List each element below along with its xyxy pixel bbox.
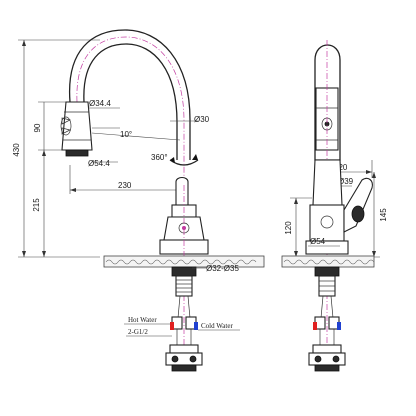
dim-label-side-145: 145 [379,208,388,222]
rotation-indicator: 360° [151,153,199,166]
connector-block [165,344,203,372]
side-hoses [313,295,341,345]
dimension-145: 145 [360,172,388,258]
dim-label-90: 90 [33,123,42,132]
dim-label-230: 230 [118,181,132,190]
dim-label-base-thread: Ø32-Ø35 [206,264,239,273]
gooseneck-spout [68,29,191,185]
cold-water-text: Cold Water [201,322,233,330]
thread-label: 2-G1/2 [126,328,172,337]
countertop [103,255,265,268]
head-diameter-callouts: Ø34.4 Ø54.4 [88,99,120,168]
dim-label-215: 215 [32,198,41,212]
thread-text: 2-G1/2 [128,328,148,336]
hot-water-text: Hot Water [128,316,157,324]
dimension-230: 230 [69,165,184,194]
dimension-side-120: 120 [284,197,312,257]
mounting-shank: Ø32-Ø35 [171,264,239,297]
angle-10: 10° [91,127,181,141]
dim-label-head-bottom: Ø54.4 [88,159,110,168]
cold-water-label: Cold Water [198,322,240,331]
side-spout [314,40,341,370]
dim-label-side-54: Ø54 [310,237,326,246]
base-diameter: Ø54 [308,237,340,247]
faucet-body [159,176,209,370]
side-countertop [281,255,375,268]
neck-diameter: Ø30 [170,115,210,124]
dim-label-head-top: Ø34.4 [89,99,111,108]
dim-label-360: 360° [151,153,168,162]
dimension-430: 430 [12,39,100,258]
side-body [305,159,373,255]
dimension-215: 215 [32,150,46,257]
side-connector-block [308,344,346,372]
side-shank [314,266,340,297]
spray-head [60,101,93,157]
dim-label-side-120: 120 [334,163,348,172]
dim-label-430: 430 [12,143,21,157]
supply-hoses [170,295,198,345]
dim-label-10deg: 10° [120,130,132,139]
dim-label-side-height-120: 120 [284,221,293,235]
front-view: 430 215 90 [12,29,265,372]
hot-water-label: Hot Water [124,316,170,325]
dim-label-30: Ø30 [194,115,210,124]
dim-label-side-39: Ø39 [338,177,354,186]
side-view: 120 Ø39 145 1 [281,40,388,372]
